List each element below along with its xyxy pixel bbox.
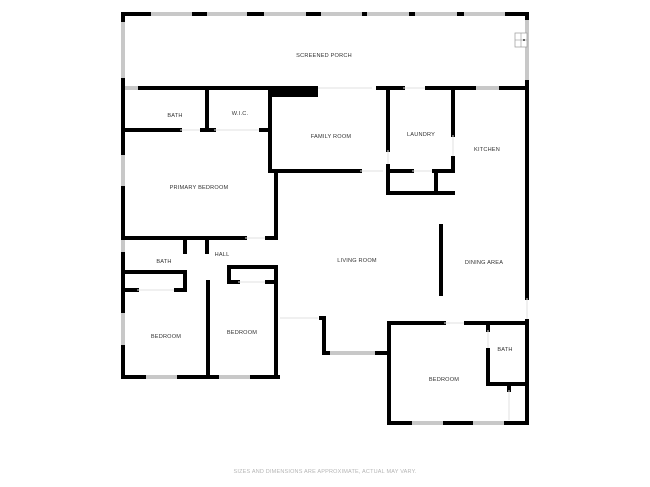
- porch-fixture-icon: [514, 32, 528, 48]
- porch-walls: [121, 12, 529, 90]
- room-label-bedroom-2: BEDROOM: [226, 330, 258, 336]
- primary-suite-walls: [121, 86, 278, 240]
- family-laundry-walls: [268, 86, 455, 195]
- room-label-wic: W.I.C.: [231, 111, 249, 117]
- room-label-bath-guest: BATH: [497, 347, 513, 353]
- hall-bedroom-walls: [121, 236, 318, 379]
- room-label-primary-bedroom: PRIMARY BEDROOM: [169, 185, 229, 191]
- room-label-bath-hall: BATH: [156, 259, 172, 265]
- room-label-bath-primary: BATH: [167, 113, 183, 119]
- room-label-bedroom-1: BEDROOM: [150, 334, 182, 340]
- room-label-family-room: FAMILY ROOM: [310, 134, 352, 140]
- house-outer-walls: [121, 86, 529, 425]
- disclaimer-note: SIZES AND DIMENSIONS ARE APPROXIMATE, AC…: [233, 469, 417, 475]
- right-bedroom-walls: [387, 321, 529, 425]
- room-label-living-room: LIVING ROOM: [337, 258, 377, 264]
- room-label-kitchen: KITCHEN: [474, 147, 500, 153]
- room-label-screened-porch: SCREENED PORCH: [296, 53, 352, 59]
- porch-windows: [121, 12, 529, 80]
- room-label-dining-area: DINING AREA: [464, 260, 504, 266]
- house-top-wall: [125, 86, 529, 97]
- living-bumpout-walls: [319, 316, 391, 355]
- room-label-hall: HALL: [214, 252, 230, 258]
- room-label-bedroom-3: BEDROOM: [428, 377, 460, 383]
- room-label-laundry: LAUNDRY: [406, 132, 436, 138]
